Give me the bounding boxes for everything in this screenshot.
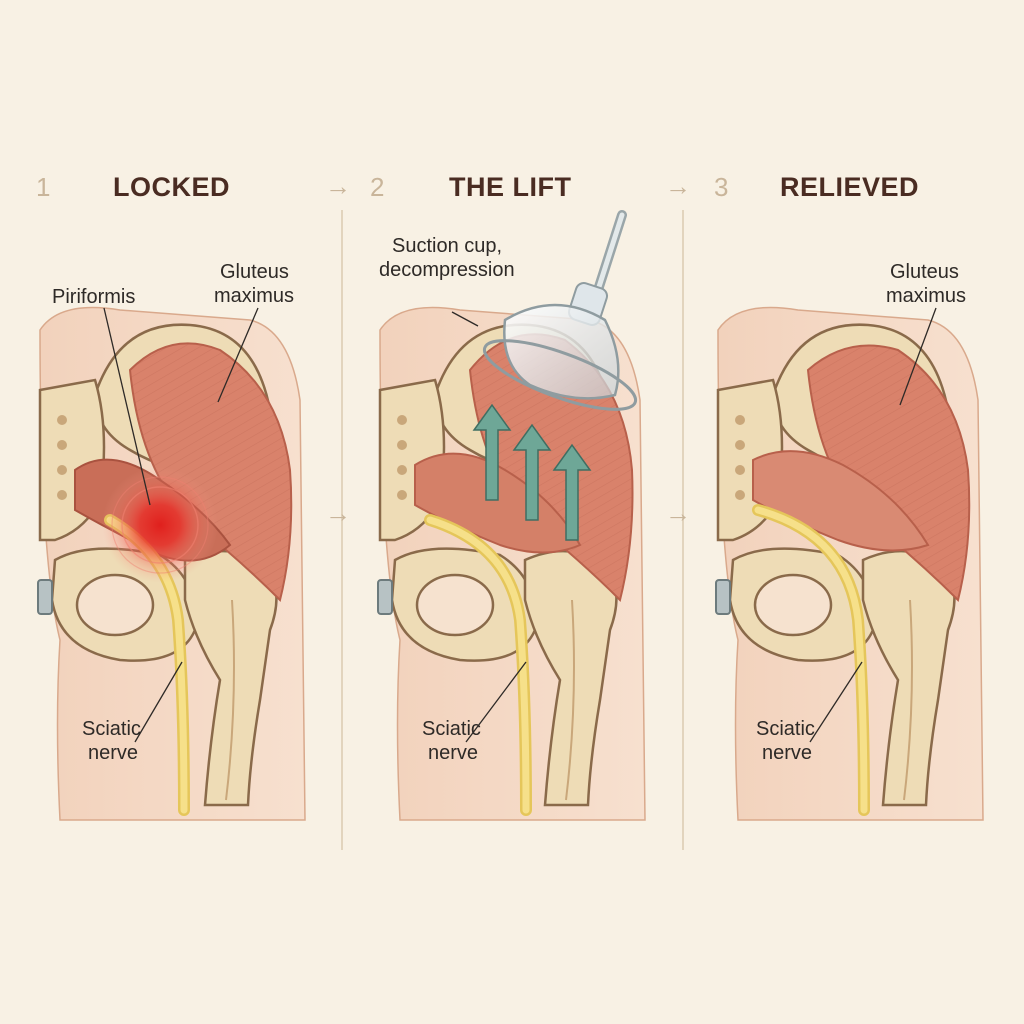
panel-3-title: RELIEVED <box>780 172 919 202</box>
panel-3-number: 3 <box>714 172 728 202</box>
panel-1-label-sciatic-line2: nerve <box>88 742 138 764</box>
panel-2-lift-arrows <box>472 403 592 541</box>
step-arrow-mid-2: → <box>665 498 691 528</box>
step-arrow-top-1: → <box>325 171 351 201</box>
panel-3-sciatic-nerve <box>754 506 868 814</box>
panel-1-label-gluteus-line2: maximus <box>214 285 294 307</box>
panel-2-number: 2 <box>370 172 384 202</box>
panel-2-title: THE LIFT <box>449 172 571 202</box>
panel-2-sciatic-nerve <box>426 516 530 814</box>
panel-1-title: LOCKED <box>113 172 230 202</box>
panel-relieved: 3 RELIEVED Gluteus maximus Sciatic nerve <box>714 172 985 822</box>
panel-1-label-sciatic-line1: Sciatic <box>82 718 141 740</box>
panel-1-number: 1 <box>36 172 50 202</box>
panel-locked: 1 LOCKED Piriformis Gluteus maximus Scia… <box>36 172 307 822</box>
panel-1-pain-spot <box>102 467 218 583</box>
panel-2-label-sciatic-line1: Sciatic <box>422 718 481 740</box>
panel-1-label-gluteus-line1: Gluteus <box>220 261 289 283</box>
panel-3-anatomy <box>714 306 985 822</box>
panel-1-anatomy <box>36 306 307 822</box>
panel-3-label-gluteus-line2: maximus <box>886 285 966 307</box>
step-arrow-top-2: → <box>665 171 691 201</box>
panel-2-label-cup-line2: decompression <box>379 259 515 281</box>
step-arrow-mid-1: → <box>325 498 351 528</box>
panel-2-suction-cup <box>482 210 638 411</box>
panel-2-label-sciatic-line2: nerve <box>428 742 478 764</box>
panel-2-label-cup-line1: Suction cup, <box>392 235 502 257</box>
panel-3-label-sciatic-line1: Sciatic <box>756 718 815 740</box>
panel-3-label-sciatic-line2: nerve <box>762 742 812 764</box>
panel-1-label-piriformis: Piriformis <box>52 286 135 308</box>
panel-3-label-gluteus-line1: Gluteus <box>890 261 959 283</box>
panel-2-anatomy <box>376 210 647 822</box>
panel-the-lift: 2 THE LIFT <box>370 172 647 822</box>
